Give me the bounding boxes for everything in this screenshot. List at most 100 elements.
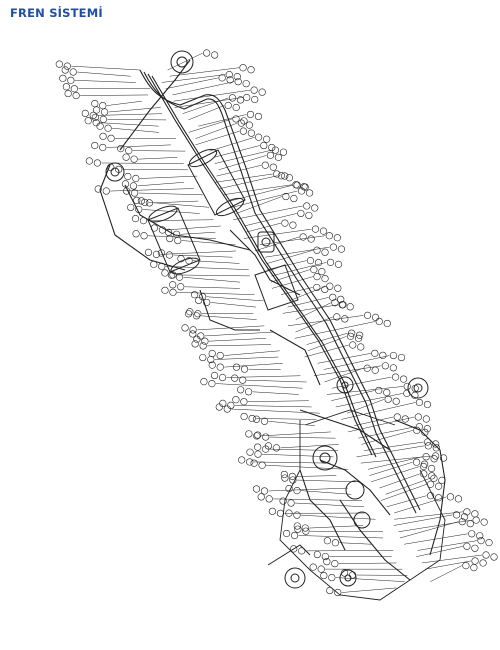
callout-bubble xyxy=(145,199,154,207)
callout-bubble xyxy=(303,202,311,210)
leader-line xyxy=(222,184,293,196)
callout-bubble xyxy=(177,255,185,263)
callout-bubble xyxy=(285,509,293,517)
leader-line xyxy=(253,461,331,464)
leader-line xyxy=(138,192,203,196)
callout-bubble xyxy=(85,157,93,165)
leader-line xyxy=(173,254,233,258)
callout-bubble xyxy=(99,132,107,140)
callout-bubble xyxy=(426,492,435,500)
callout-bubble xyxy=(294,525,302,533)
callout-bubble xyxy=(254,443,262,451)
leader-line xyxy=(298,535,384,539)
callout-bubble xyxy=(285,485,293,493)
leader-line xyxy=(341,402,416,420)
leader-line xyxy=(287,315,364,327)
callout-bubble xyxy=(232,363,241,371)
leader-line xyxy=(338,562,397,564)
callout-bubble xyxy=(137,197,146,205)
callout-bubble xyxy=(392,397,400,405)
leader-line xyxy=(153,200,199,204)
callout-bubble xyxy=(240,365,249,373)
callout-bubble xyxy=(420,470,428,478)
callout-bubble xyxy=(389,351,398,360)
callout-bubble xyxy=(293,522,301,530)
callout-bubble xyxy=(285,174,294,182)
callout-bubble xyxy=(298,547,306,555)
callout-bubble xyxy=(348,571,357,579)
callout-bubble xyxy=(317,565,325,573)
leader-line xyxy=(224,363,283,368)
callout-bubble xyxy=(421,428,429,436)
brake-chamber-rear-left xyxy=(267,544,311,589)
callout-bubble xyxy=(357,343,365,351)
callout-bubble xyxy=(485,539,493,547)
part-callouts xyxy=(55,49,498,597)
callout-bubble xyxy=(334,588,342,597)
leader-line xyxy=(214,149,272,164)
leader-line xyxy=(147,219,214,221)
callout-bubble xyxy=(72,91,80,100)
leader-line xyxy=(309,530,384,533)
leader-line xyxy=(213,145,260,158)
callout-bubble xyxy=(59,74,67,82)
callout-bubble xyxy=(287,499,295,507)
air-tank-front xyxy=(187,148,246,217)
callout-bubble xyxy=(471,510,479,518)
leader-line xyxy=(224,350,280,356)
callout-bubble xyxy=(63,62,71,70)
callout-bubble xyxy=(472,516,480,524)
callout-bubble xyxy=(356,331,364,339)
leader-line xyxy=(77,71,131,77)
callout-bubble xyxy=(281,219,289,227)
callout-bubble xyxy=(139,217,148,225)
callout-bubble xyxy=(185,257,193,265)
callout-bubble xyxy=(446,493,455,501)
callout-bubble xyxy=(130,155,138,163)
callout-bubble xyxy=(293,181,301,189)
callout-bubble xyxy=(135,205,143,214)
callout-bubble xyxy=(250,86,258,94)
leader-line xyxy=(215,383,303,389)
leader-line xyxy=(108,107,161,113)
callout-bubble xyxy=(354,334,363,342)
callout-bubble xyxy=(477,537,485,545)
callout-bubble xyxy=(243,93,251,102)
callout-bubble xyxy=(468,530,476,538)
callout-bubble xyxy=(174,236,182,245)
callout-bubble xyxy=(161,286,169,294)
callout-bubble xyxy=(384,395,392,403)
callout-bubble xyxy=(311,225,320,233)
callout-bubble xyxy=(263,135,271,143)
callout-bubble xyxy=(216,351,224,360)
leader-line xyxy=(207,344,271,347)
leader-line xyxy=(430,565,462,582)
leader-line xyxy=(137,182,184,187)
leader-line xyxy=(210,302,257,308)
callout-bubble xyxy=(89,111,97,119)
callout-bubble xyxy=(100,108,109,116)
callout-bubble xyxy=(401,415,409,423)
leader-line xyxy=(386,495,427,508)
leader-line xyxy=(361,430,413,445)
air-dryer xyxy=(407,377,429,399)
leader-line xyxy=(317,353,371,364)
callout-bubble xyxy=(383,388,391,397)
leader-line xyxy=(176,292,255,295)
callout-bubble xyxy=(282,529,291,538)
leader-line xyxy=(335,577,405,582)
callout-bubble xyxy=(166,234,174,243)
callout-bubble xyxy=(318,268,326,276)
leader-line xyxy=(244,213,297,227)
compressor xyxy=(312,445,371,529)
callout-bubble xyxy=(321,274,329,283)
leader-line xyxy=(139,175,198,179)
leader-line xyxy=(204,331,273,337)
callout-bubble xyxy=(313,246,321,254)
leader-line xyxy=(183,276,241,283)
leader-line xyxy=(271,276,314,289)
callout-bubble xyxy=(194,310,202,318)
callout-bubble xyxy=(161,269,169,277)
callout-bubble xyxy=(124,172,132,181)
callout-bubble xyxy=(141,198,149,206)
